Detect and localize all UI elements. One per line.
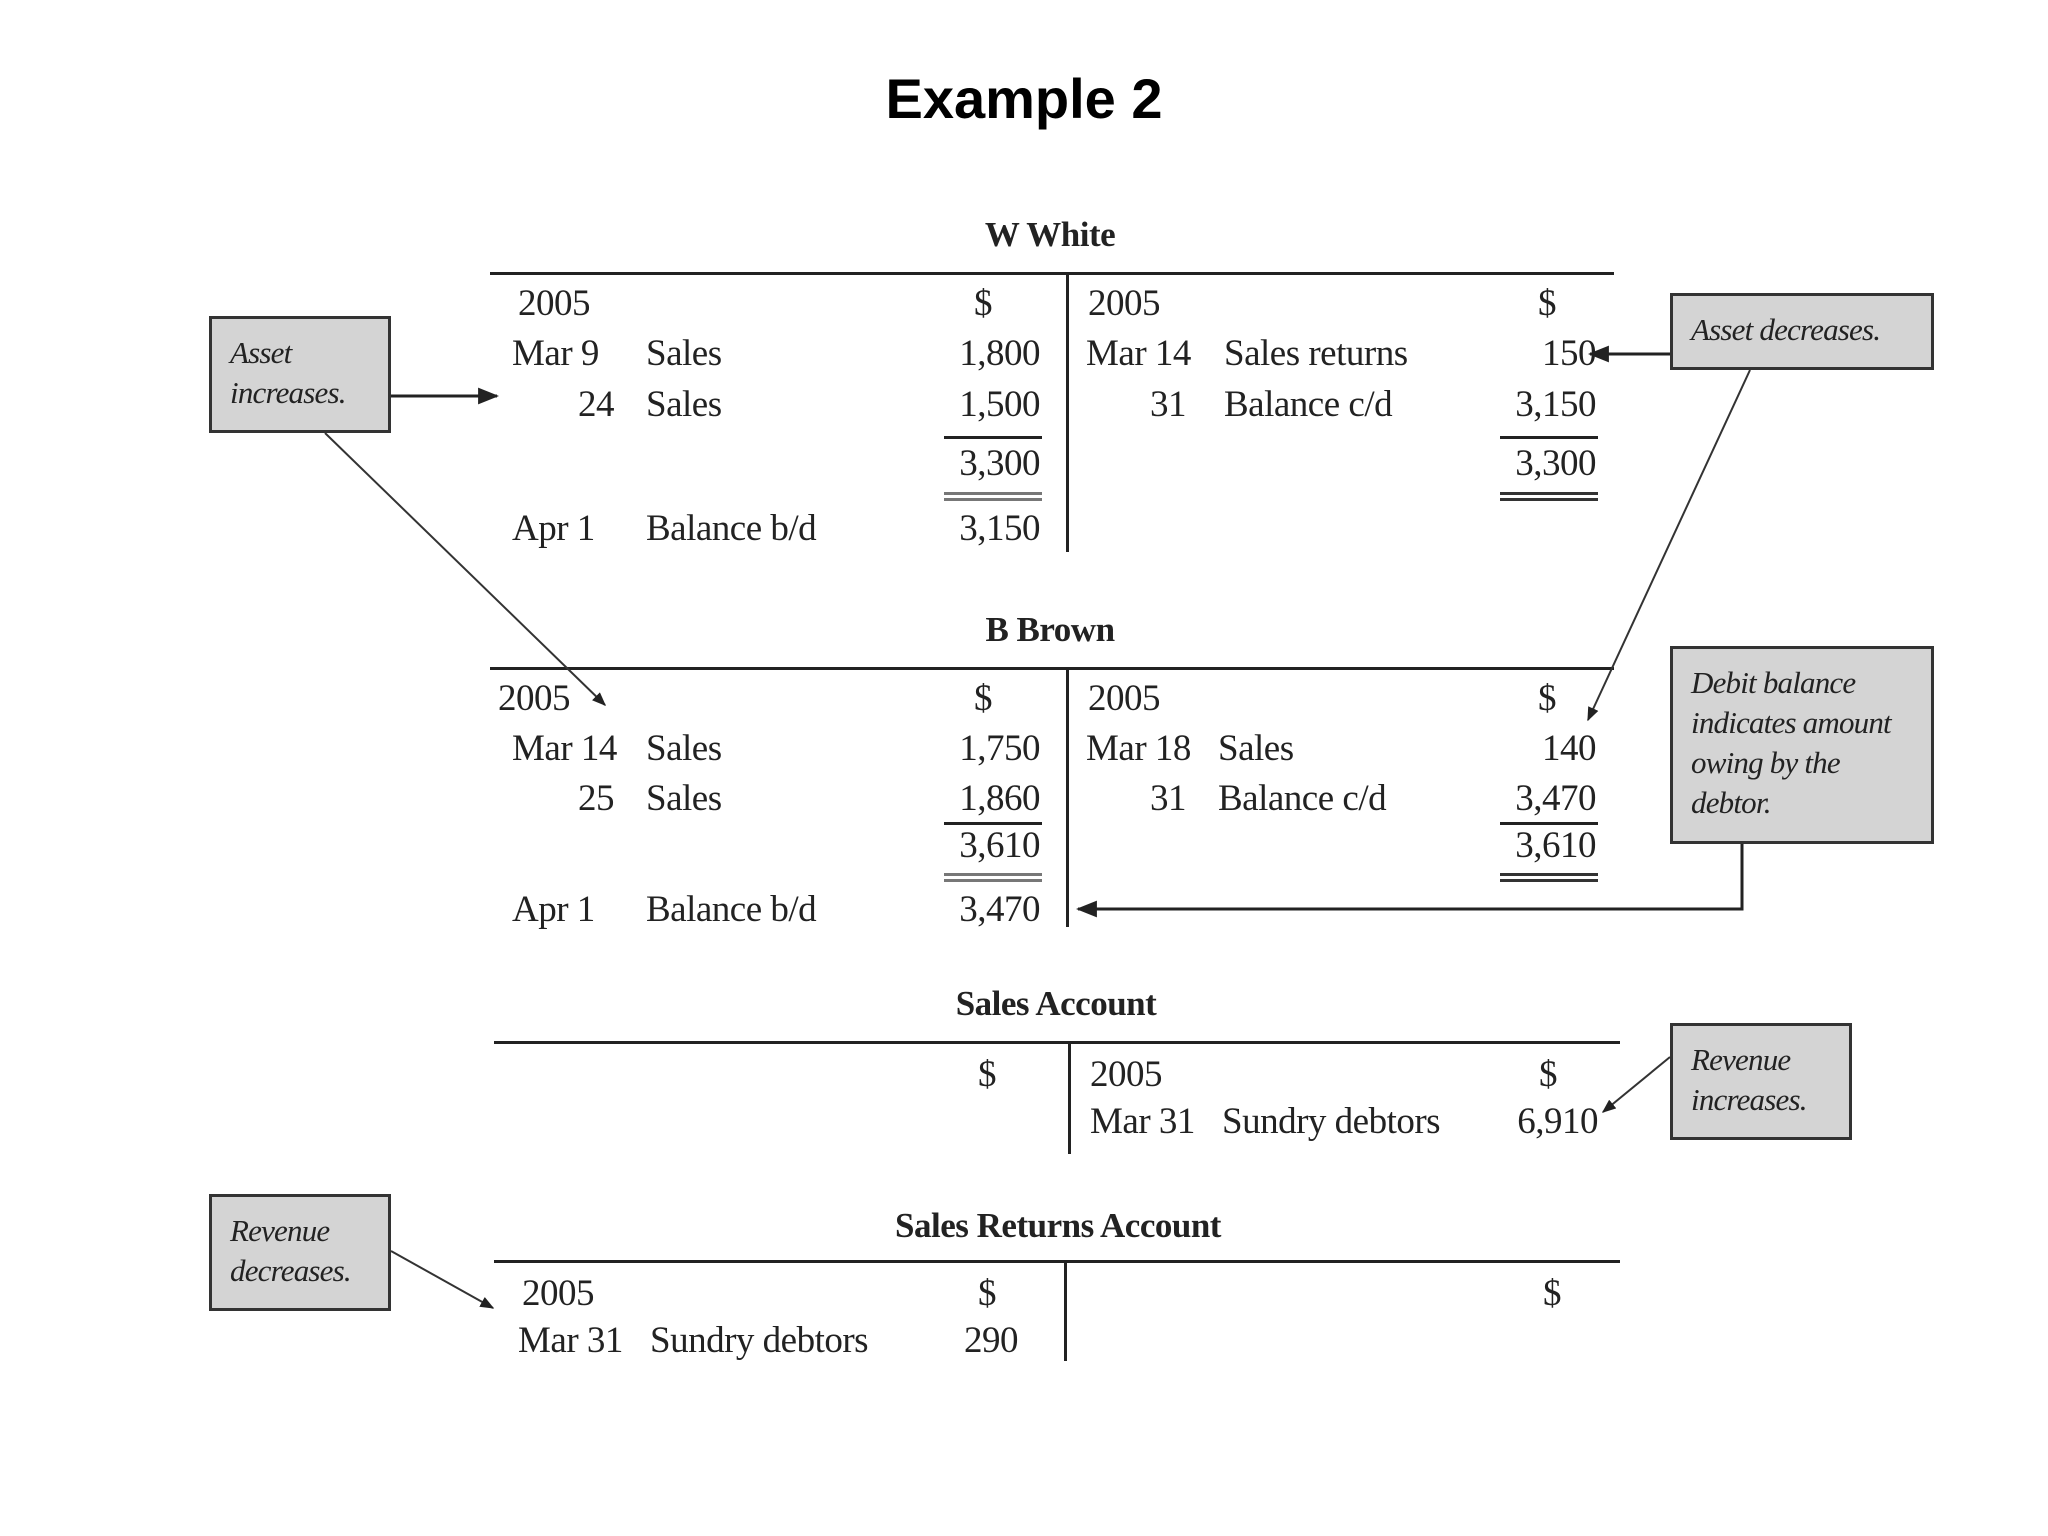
total-double-rule xyxy=(944,492,1042,501)
callout-asset-increases: Asset increases. xyxy=(209,316,391,433)
callout-line: decreases. xyxy=(230,1253,352,1288)
callout-line: owing by the xyxy=(1691,745,1841,780)
entry-amount: 3,150 xyxy=(1515,384,1596,425)
total-amount: 3,300 xyxy=(959,443,1040,484)
entry-desc: Sundry debtors xyxy=(650,1320,869,1361)
total-amount: 3,610 xyxy=(1515,825,1596,866)
cr-year: 2005 xyxy=(1090,1054,1163,1095)
entry-amount: 6,910 xyxy=(1517,1101,1598,1142)
arrow-asset-decreases-to-b-brown xyxy=(1587,369,1751,722)
account-divider xyxy=(1066,667,1069,927)
arrow-debit-balance xyxy=(1075,844,1744,918)
entry-date: Mar 14 xyxy=(512,728,617,769)
entry-amount: 140 xyxy=(1542,728,1597,769)
callout-line: debtor. xyxy=(1691,785,1771,820)
entry-desc: Sales xyxy=(646,333,722,374)
account-title: Sales Returns Account xyxy=(895,1206,1221,1245)
callout-line: Revenue xyxy=(1691,1042,1791,1077)
account-title: W White xyxy=(984,215,1116,254)
entry-desc: Sales xyxy=(646,384,722,425)
entry-amount: 150 xyxy=(1542,333,1597,374)
dr-currency: $ xyxy=(978,1054,997,1095)
account-divider xyxy=(1064,1260,1067,1361)
account-top-rule xyxy=(494,1260,1620,1263)
subtotal-rule xyxy=(944,436,1042,439)
entry-date: 24 xyxy=(578,384,615,425)
arrow-revenue-decreases xyxy=(390,1250,495,1309)
dr-year: 2005 xyxy=(522,1273,595,1314)
entry-date: 31 xyxy=(1150,778,1187,819)
entry-date: Mar 14 xyxy=(1086,333,1191,374)
entry-amount: 3,470 xyxy=(1515,778,1596,819)
balance-desc: Balance b/d xyxy=(646,889,817,930)
entry-desc: Sales xyxy=(646,778,722,819)
entry-date: Mar 18 xyxy=(1086,728,1191,769)
callout-line: Revenue xyxy=(230,1213,330,1248)
total-double-rule xyxy=(1500,492,1598,501)
subtotal-rule xyxy=(944,822,1042,825)
entry-amount: 1,800 xyxy=(959,333,1040,374)
cr-currency: $ xyxy=(1538,283,1557,324)
callout-debit-balance: Debit balance indicates amount owing by … xyxy=(1670,646,1934,844)
balance-desc: Balance b/d xyxy=(646,508,817,549)
dr-currency: $ xyxy=(978,1273,997,1314)
callout-line: indicates amount xyxy=(1691,705,1892,740)
account-divider xyxy=(1068,1041,1071,1154)
total-double-rule xyxy=(944,873,1042,882)
entry-date: Mar 31 xyxy=(518,1320,623,1361)
entry-desc: Sales returns xyxy=(1224,333,1408,374)
dr-currency: $ xyxy=(974,678,993,719)
callout-line: Asset xyxy=(230,335,292,370)
callout-line: increases. xyxy=(230,375,346,410)
balance-amount: 3,150 xyxy=(959,508,1040,549)
callout-line: Asset decreases. xyxy=(1691,312,1881,347)
callout-line: increases. xyxy=(1691,1082,1807,1117)
arrow-asset-increases-to-b-brown xyxy=(324,432,607,706)
entry-amount: 1,750 xyxy=(959,728,1040,769)
dr-currency: $ xyxy=(974,283,993,324)
callout-line: Debit balance xyxy=(1691,665,1856,700)
entry-amount: 1,860 xyxy=(959,778,1040,819)
subtotal-rule xyxy=(1500,436,1598,439)
cr-currency: $ xyxy=(1539,1054,1558,1095)
entry-desc: Sundry debtors xyxy=(1222,1101,1441,1142)
entry-date: Mar 9 xyxy=(512,333,599,374)
cr-year: 2005 xyxy=(1088,678,1161,719)
callout-revenue-increases: Revenue increases. xyxy=(1670,1023,1852,1140)
entry-amount: 290 xyxy=(964,1320,1019,1361)
balance-date: Apr 1 xyxy=(512,889,595,930)
arrow-revenue-increases xyxy=(1601,1056,1671,1113)
account-top-rule xyxy=(490,272,1614,275)
total-amount: 3,610 xyxy=(959,825,1040,866)
cr-year: 2005 xyxy=(1088,283,1161,324)
entry-desc: Balance c/d xyxy=(1224,384,1393,425)
entry-desc: Balance c/d xyxy=(1218,778,1387,819)
account-title: B Brown xyxy=(985,610,1115,649)
account-top-rule xyxy=(490,667,1614,670)
callout-asset-decreases: Asset decreases. xyxy=(1670,293,1934,370)
balance-date: Apr 1 xyxy=(512,508,595,549)
callout-revenue-decreases: Revenue decreases. xyxy=(209,1194,391,1311)
entry-date: 31 xyxy=(1150,384,1187,425)
total-amount: 3,300 xyxy=(1515,443,1596,484)
dr-year: 2005 xyxy=(518,283,591,324)
entry-amount: 1,500 xyxy=(959,384,1040,425)
subtotal-rule xyxy=(1500,822,1598,825)
balance-amount: 3,470 xyxy=(959,889,1040,930)
account-top-rule xyxy=(494,1041,1620,1044)
dr-year: 2005 xyxy=(498,678,571,719)
account-title: Sales Account xyxy=(955,984,1157,1023)
total-double-rule xyxy=(1500,873,1598,882)
cr-currency: $ xyxy=(1538,678,1557,719)
entry-desc: Sales xyxy=(646,728,722,769)
account-divider xyxy=(1066,272,1069,552)
entry-date: 25 xyxy=(578,778,615,819)
page-title: Example 2 xyxy=(885,67,1163,130)
cr-currency: $ xyxy=(1543,1273,1562,1314)
entry-date: Mar 31 xyxy=(1090,1101,1195,1142)
entry-desc: Sales xyxy=(1218,728,1294,769)
